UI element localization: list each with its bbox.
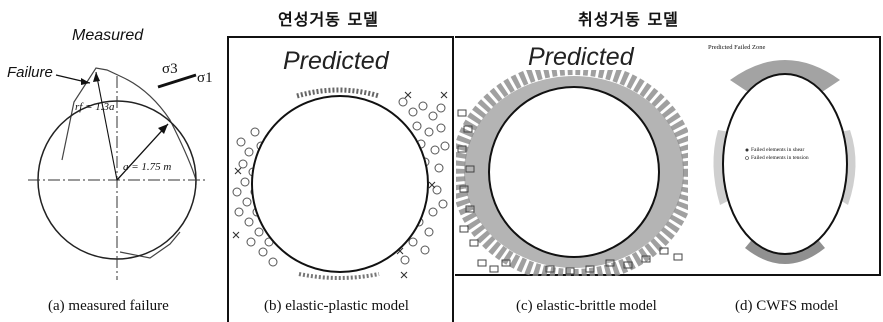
tunnel-outline-b xyxy=(251,95,429,273)
failed-zone-label: Predicted Failed Zone xyxy=(708,44,766,51)
damage-zone-ring xyxy=(456,70,688,276)
radius-label: a = 1.75 m xyxy=(123,161,171,173)
stress-orientation-bar xyxy=(157,73,197,89)
rf-arrowhead xyxy=(93,72,100,82)
rf-label: rf = 1.3a xyxy=(75,101,115,113)
predicted-title-c: Predicted xyxy=(528,43,634,71)
crown-shear-band xyxy=(296,87,380,99)
caption-b: (b) elastic-plastic model xyxy=(264,298,409,314)
tunnel-outline-d xyxy=(722,73,848,255)
legend-tension-marker xyxy=(745,156,749,160)
legend-shear-marker xyxy=(745,148,749,152)
invert-shear-band xyxy=(298,272,380,280)
ductile-panel-frame xyxy=(227,36,454,322)
brittle-model-heading: 취성거동 모델 xyxy=(578,10,679,29)
elastic-brittle-diagram xyxy=(456,70,688,276)
rf-arrow xyxy=(95,71,118,181)
ductile-model-heading: 연성거동 모델 xyxy=(278,10,379,29)
radius-arrow xyxy=(116,123,169,181)
caption-a: (a) measured failure xyxy=(48,298,169,314)
failure-outline-top xyxy=(61,67,197,185)
legend-tension-text: Failed elements in tension xyxy=(751,155,809,161)
failure-outline-bottom xyxy=(119,231,181,259)
failure-label: Failure xyxy=(7,64,53,81)
brittle-elements-bottom xyxy=(545,247,683,275)
plastic-zone-left xyxy=(232,127,278,267)
elastic-plastic-diagram xyxy=(232,87,450,280)
brittle-panel-frame xyxy=(455,36,881,276)
sigma3-label: σ3 xyxy=(162,61,178,77)
tunnel-outline-c xyxy=(488,86,660,258)
legend-shear-text: Failed elements in shear xyxy=(751,147,805,153)
sigma1-label: σ1 xyxy=(197,70,213,86)
measured-failure-diagram: rf = 1.3a a = 1.75 m σ3 σ1 xyxy=(28,61,213,280)
cwfs-diagram xyxy=(713,60,856,264)
radius-arrowhead xyxy=(158,124,168,134)
failure-pointer-head xyxy=(81,78,90,85)
brittle-elements-left xyxy=(457,109,511,273)
caption-c: (c) elastic-brittle model xyxy=(516,298,657,314)
caption-d: (d) CWFS model xyxy=(735,298,839,314)
measured-title: Measured xyxy=(72,27,144,44)
predicted-title-b: Predicted xyxy=(283,47,389,75)
